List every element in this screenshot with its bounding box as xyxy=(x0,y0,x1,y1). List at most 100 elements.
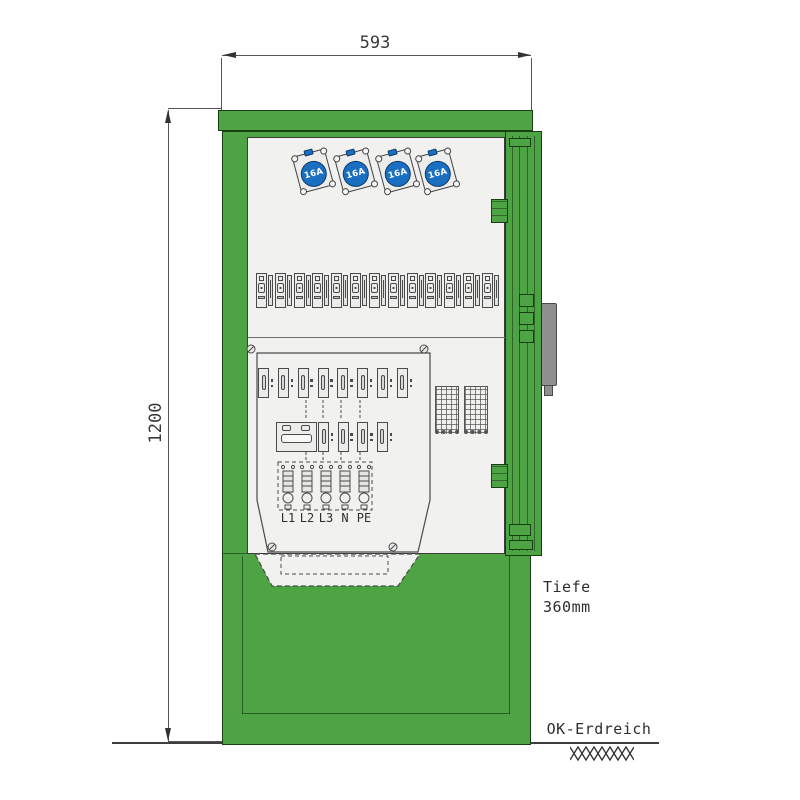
mcb-dial xyxy=(276,283,284,293)
panel-divider-line xyxy=(248,337,505,338)
mcb-window xyxy=(277,276,283,281)
breaker-unit xyxy=(376,422,393,452)
mcb-toggle xyxy=(418,275,424,306)
mcb-body xyxy=(425,273,437,308)
breaker-unit xyxy=(396,368,413,398)
mcb-terminal xyxy=(483,296,491,299)
door-edge-profile xyxy=(505,131,542,556)
breaker-unit xyxy=(337,422,354,452)
mcb-toggle xyxy=(456,275,462,306)
breaker-body xyxy=(376,422,388,452)
door-bottom-latch xyxy=(509,540,533,550)
mcb-window xyxy=(390,276,396,281)
mcb-toggle xyxy=(437,275,443,306)
breaker-unit xyxy=(357,368,373,398)
mcb-terminal xyxy=(333,296,341,299)
socket-amp-label: 16A xyxy=(381,157,414,190)
mcb-body xyxy=(312,273,324,308)
mcb-unit xyxy=(293,273,311,308)
extension-line-height-top xyxy=(168,108,221,109)
mcb-toggle xyxy=(268,275,273,306)
mcb-unit xyxy=(481,273,499,308)
socket-lid-nub xyxy=(345,148,356,157)
mcb-terminal xyxy=(370,296,378,299)
cable-entry-flap xyxy=(254,553,422,587)
ground-level-label: OK-Erdreich xyxy=(546,720,652,738)
socket-screw-icon xyxy=(374,154,384,164)
mcb-toggle xyxy=(286,275,292,306)
mcb-terminal xyxy=(352,296,360,299)
breaker-terminal-dots xyxy=(290,368,294,398)
mcb-unit xyxy=(425,273,443,308)
mcb-window xyxy=(428,276,434,281)
mcb-dial xyxy=(295,283,303,293)
mcb-terminal xyxy=(314,296,322,299)
breaker-terminal-dots xyxy=(389,422,393,452)
mcb-window xyxy=(315,276,321,281)
mcb-body xyxy=(444,273,456,308)
dimension-line-width xyxy=(222,55,531,56)
mcb-body xyxy=(331,273,343,308)
breaker-body xyxy=(318,422,329,452)
mcb-window xyxy=(466,276,472,281)
mcb-terminal xyxy=(465,296,473,299)
breaker-unit xyxy=(317,368,334,398)
height-dimension-label: 1200 xyxy=(146,402,166,444)
front-inset-line-right xyxy=(509,556,510,714)
mcb-toggle xyxy=(362,275,368,306)
mcb-body xyxy=(387,273,399,308)
mcb-dial xyxy=(465,283,473,293)
door-hinge-bottom xyxy=(491,464,508,488)
mcb-terminal xyxy=(258,296,265,299)
mcb-unit xyxy=(406,273,424,308)
socket-amp-label: 16A xyxy=(421,157,454,190)
extension-line-width-right xyxy=(531,58,532,111)
panel-screws xyxy=(246,344,429,552)
breaker-body xyxy=(297,368,309,398)
mcb-toggle xyxy=(399,275,405,306)
mcb-unit xyxy=(331,273,349,308)
mcb-dial xyxy=(370,283,378,293)
breaker-body xyxy=(317,368,329,398)
mcb-toggle xyxy=(343,275,349,306)
breaker-terminal-dots xyxy=(350,422,354,452)
mcb-dial xyxy=(258,283,265,293)
door-edge-line xyxy=(519,136,520,551)
mcb-toggle xyxy=(305,275,311,306)
plinth-line xyxy=(242,713,510,714)
socket-lid-nub xyxy=(387,148,398,157)
breaker-body xyxy=(396,368,408,398)
mcb-dial xyxy=(408,283,416,293)
breaker-unit xyxy=(277,368,294,398)
rcd-switch-bar xyxy=(281,434,312,443)
dimension-arrow-down xyxy=(165,728,171,741)
mcb-dial xyxy=(427,283,435,293)
sub-distribution-panel xyxy=(256,352,431,553)
mcb-window xyxy=(296,276,302,281)
mcb-body xyxy=(368,273,380,308)
mcb-unit xyxy=(368,273,386,308)
sub-breaker-row-2 xyxy=(318,422,393,452)
mcb-window xyxy=(484,276,490,281)
socket-screw-icon xyxy=(290,154,300,164)
terminal-label: N xyxy=(341,511,349,525)
mcb-unit xyxy=(274,273,292,308)
mcb-terminal xyxy=(389,296,397,299)
mcb-window xyxy=(447,276,453,281)
width-dimension-label: 593 xyxy=(359,33,391,53)
mcb-terminal xyxy=(408,296,416,299)
mcb-window xyxy=(353,276,359,281)
socket-lid-nub xyxy=(427,148,438,157)
mcb-body xyxy=(350,273,362,308)
breaker-body xyxy=(357,368,369,398)
breaker-terminal-dots xyxy=(310,368,314,398)
breaker-terminal-dots xyxy=(409,368,413,398)
breaker-body xyxy=(357,422,369,452)
cable-entry-cutout xyxy=(280,555,389,575)
mcb-window xyxy=(334,276,340,281)
mcb-body xyxy=(274,273,286,308)
breaker-unit xyxy=(377,368,393,398)
breaker-terminal-dots xyxy=(330,368,334,398)
door-bottom-latch xyxy=(509,524,531,536)
